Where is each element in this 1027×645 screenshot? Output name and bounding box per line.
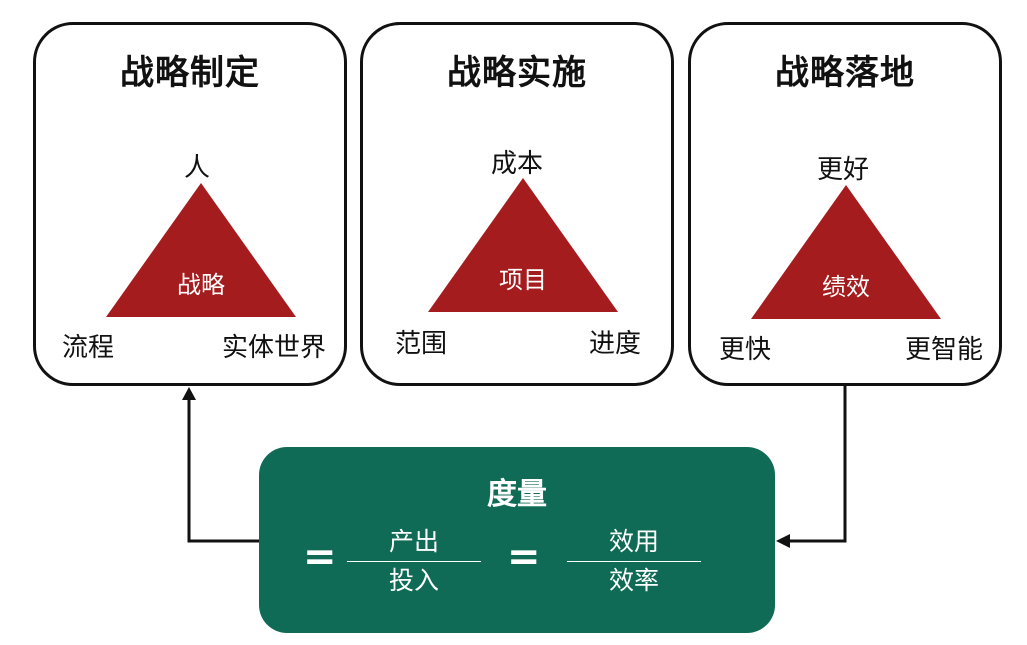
vertex-right-label: 更智能 [905, 335, 984, 365]
triangle-shape [751, 185, 941, 319]
fraction-numerator: 效用 [608, 527, 659, 556]
arrow-head-left [776, 534, 790, 548]
panel-strategy-execution: 战略落地 绩效 更好 更快 更智能 [688, 22, 1002, 386]
triangle: 战略 [106, 183, 296, 317]
triangle-center-label: 绩效 [822, 273, 870, 301]
triangle-center-label: 项目 [499, 266, 547, 294]
panel-title: 战略制定 [120, 53, 260, 93]
panel-strategy-formulation: 战略制定 战略 人 流程 实体世界 [33, 22, 347, 386]
triangle-shape [428, 178, 618, 312]
vertex-right-label: 实体世界 [222, 333, 327, 363]
fraction-utility-efficiency: 效用 效率 [567, 525, 701, 598]
arrow-to-strategy-formulation [187, 398, 259, 543]
panel-strategy-implementation: 战略实施 项目 成本 范围 进度 [360, 22, 674, 386]
vertex-left-label: 更快 [719, 335, 772, 365]
measure-box: 度量 = 产出 投入 = 效用 效率 [259, 447, 775, 633]
triangle: 项目 [428, 178, 618, 312]
triangle-shape [106, 183, 296, 317]
arrow-head-up [182, 387, 196, 400]
vertex-right-label: 进度 [589, 329, 642, 359]
equals-sign: = [303, 534, 337, 580]
arrow-to-measure [788, 386, 847, 543]
triangle: 绩效 [751, 185, 941, 319]
fraction-bar [567, 561, 701, 562]
panel-title: 战略实施 [447, 53, 587, 93]
fraction-bar [347, 561, 481, 562]
vertex-left-label: 范围 [395, 329, 448, 359]
fraction-output-input: 产出 投入 [347, 525, 481, 598]
vertex-left-label: 流程 [62, 333, 115, 363]
fraction-denominator: 效率 [608, 566, 659, 595]
equals-sign: = [507, 534, 541, 580]
panel-title: 战略落地 [775, 53, 915, 93]
fraction-denominator: 投入 [388, 566, 439, 595]
vertex-top-label: 成本 [491, 149, 544, 179]
triangle-center-label: 战略 [177, 271, 225, 299]
vertex-top-label: 更好 [817, 155, 870, 185]
measure-title: 度量 [487, 477, 547, 512]
vertex-top-label: 人 [184, 153, 211, 183]
fraction-numerator: 产出 [388, 527, 439, 556]
